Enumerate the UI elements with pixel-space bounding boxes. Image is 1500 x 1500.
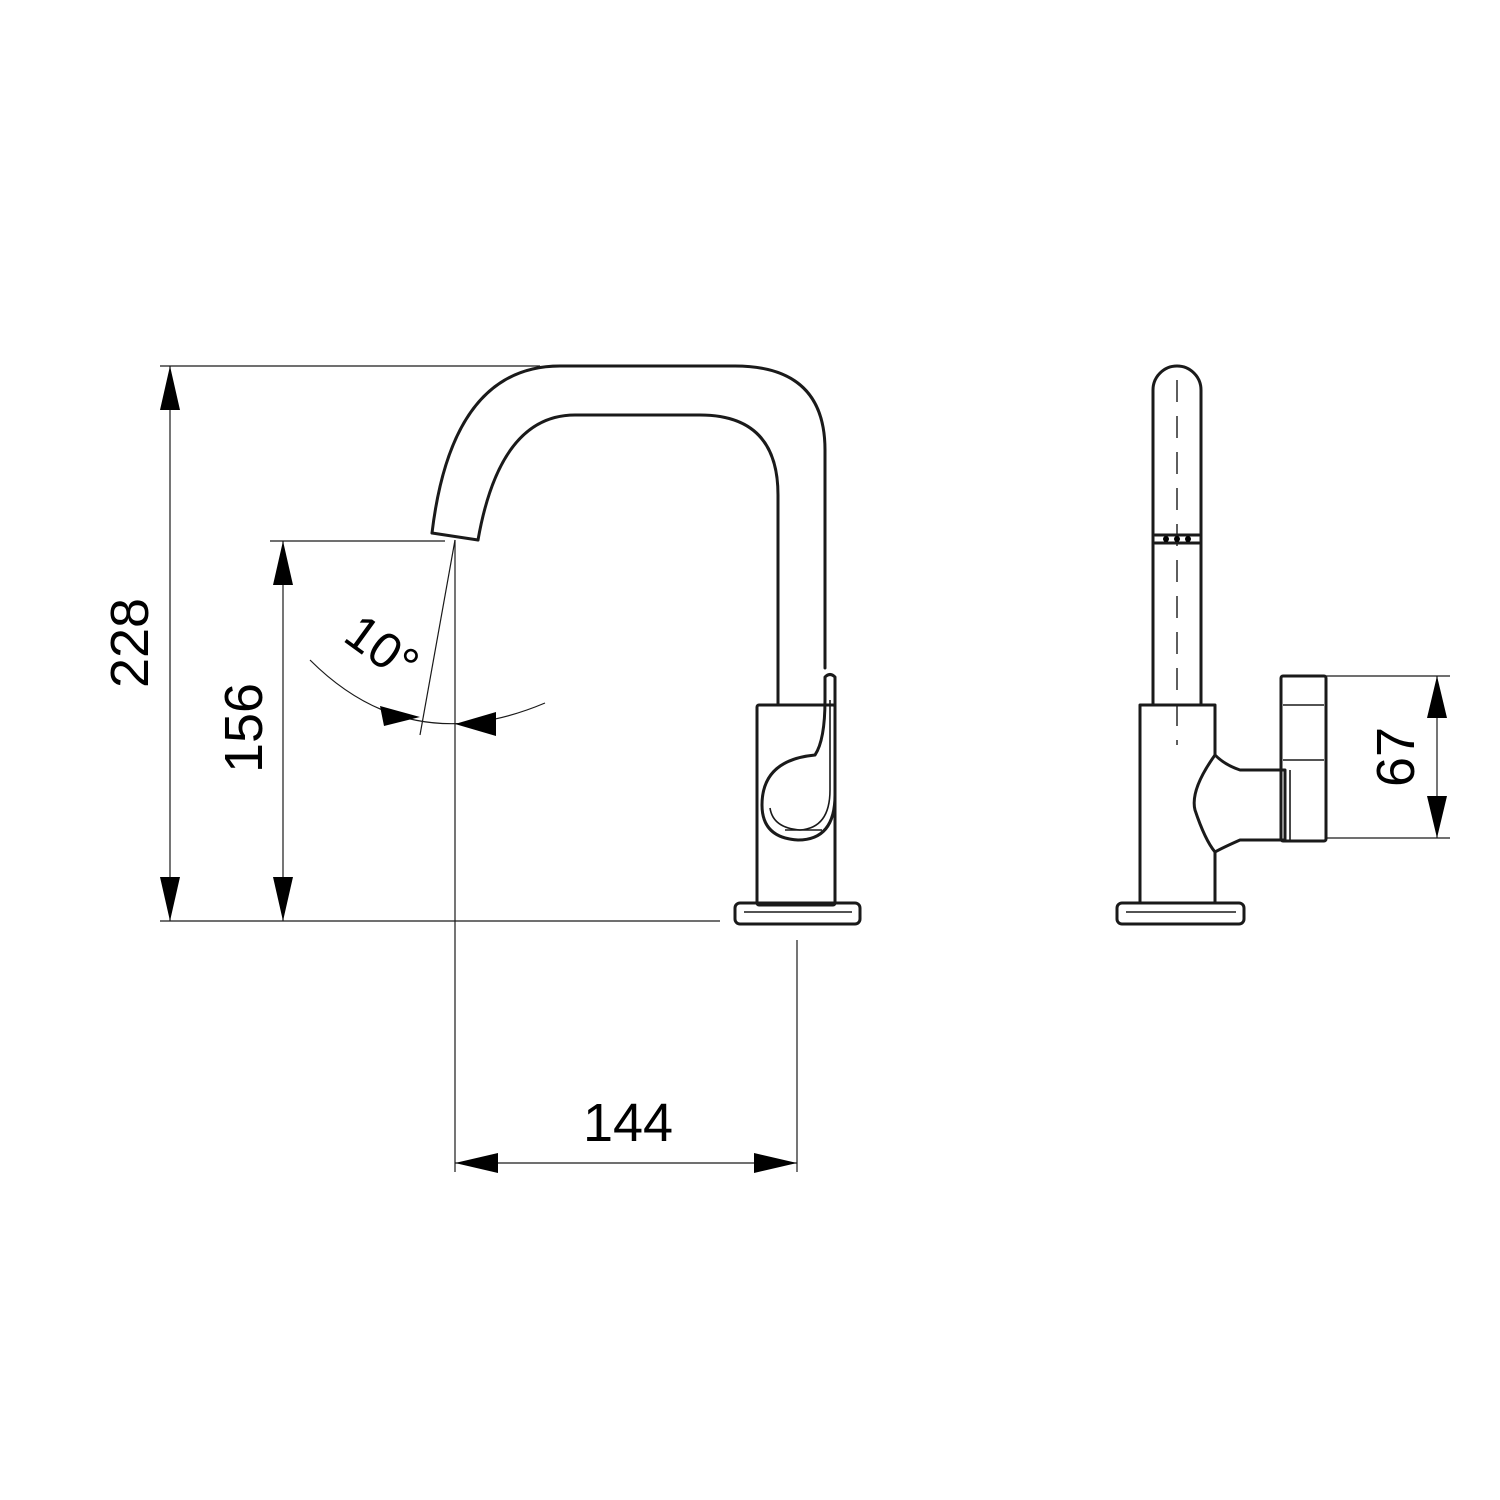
arrow-angle-left xyxy=(380,706,420,726)
aerator xyxy=(1153,533,1201,545)
spout-tip xyxy=(430,531,480,542)
dimension-lines xyxy=(160,365,1450,1173)
aerator-dot xyxy=(1174,536,1180,542)
arrow-67-top xyxy=(1427,676,1447,718)
side-connector xyxy=(1213,753,1287,854)
side-body xyxy=(1138,703,1217,905)
label-spout-reach: 144 xyxy=(583,1093,673,1153)
aerator-dot xyxy=(1185,536,1191,542)
angle-arc xyxy=(309,659,546,725)
arrow-144-right xyxy=(754,1153,797,1173)
label-total-height: 228 xyxy=(100,598,160,688)
side-handle xyxy=(1279,674,1328,843)
angle-ray xyxy=(419,539,456,736)
label-angle: 10° xyxy=(335,603,429,693)
spout-outer xyxy=(476,413,780,707)
arrow-156-top xyxy=(273,541,293,585)
side-spout xyxy=(1151,364,1203,707)
side-base-plate xyxy=(1115,901,1246,926)
label-spout-height: 156 xyxy=(214,683,274,773)
spout-inner xyxy=(430,364,827,670)
arrow-144-left xyxy=(455,1153,498,1173)
arrow-228-top xyxy=(160,366,180,410)
arrow-228-bottom xyxy=(160,877,180,921)
dimension-labels: 228 156 144 67 10° xyxy=(100,598,1426,1153)
arrow-67-bottom xyxy=(1427,796,1447,838)
base-plate xyxy=(733,901,862,926)
label-handle-height: 67 xyxy=(1366,727,1426,787)
lever-handle xyxy=(760,673,837,842)
arrow-angle-right xyxy=(455,712,496,736)
arrow-156-bottom xyxy=(273,877,293,921)
side-view xyxy=(1115,364,1328,926)
aerator-dot xyxy=(1163,536,1169,542)
front-view xyxy=(430,364,862,926)
